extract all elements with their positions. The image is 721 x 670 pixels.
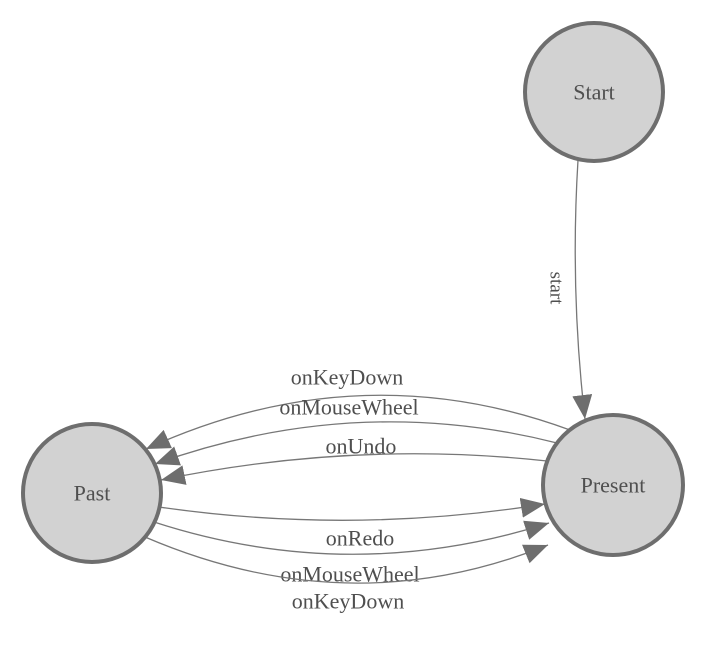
edge-past-to-present-onmousewheel[interactable]	[153, 520, 550, 555]
edge-label-start: start	[546, 272, 567, 305]
node-present-label: Present	[581, 473, 646, 498]
edge-start-to-present[interactable]	[572, 159, 593, 420]
node-start[interactable]: Start	[523, 21, 665, 163]
edge-label-onkeydown-top: onKeyDown	[291, 365, 403, 390]
edge-present-to-past-onundo[interactable]	[160, 453, 548, 485]
node-start-label: Start	[573, 80, 615, 105]
edge-label-onredo: onRedo	[326, 526, 394, 551]
edge-past-to-present-onkeydown[interactable]	[144, 536, 549, 584]
node-past-label: Past	[74, 481, 111, 506]
node-present[interactable]: Present	[541, 413, 685, 557]
node-past[interactable]: Past	[21, 422, 163, 564]
edge-label-onundo: onUndo	[326, 434, 397, 459]
edge-label-onkeydown-bottom: onKeyDown	[292, 589, 404, 614]
node-past-circle	[21, 422, 163, 564]
node-start-circle	[523, 21, 665, 163]
edge-present-to-past-onkeydown[interactable]	[145, 394, 571, 450]
edge-present-to-past-onmousewheel[interactable]	[154, 421, 558, 466]
edge-past-to-present-onredo[interactable]	[158, 497, 546, 521]
edge-label-onmousewheel-top: onMouseWheel	[279, 395, 418, 420]
node-present-circle	[541, 413, 685, 557]
edge-label-onmousewheel-bottom: onMouseWheel	[280, 562, 419, 587]
